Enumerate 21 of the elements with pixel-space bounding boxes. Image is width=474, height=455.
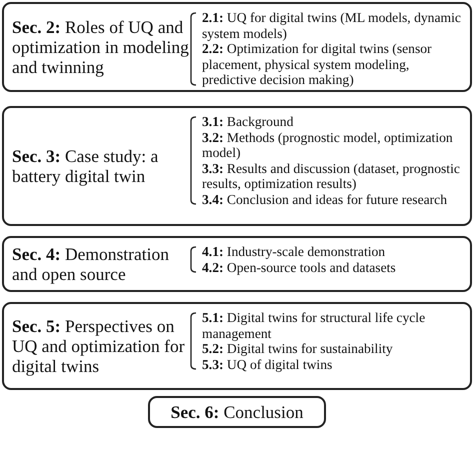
subsection-item: 5.3: UQ of digital twins — [202, 356, 334, 372]
subsection-item: 2.2: Optimization for digital twins (sensor placement, physical system modeling, predictive decision making) — [202, 41, 433, 88]
section-heading: Sec. 5: Perspectives on UQ and optimization for digital twins — [12, 316, 186, 376]
subsection-item: 5.1: Digital twins for structural life cycle management — [202, 310, 426, 341]
subsection-item: 3.4: Conclusion and ideas for future research — [202, 192, 448, 207]
section-heading: Sec. 3: Case study: a battery digital twin — [12, 146, 160, 186]
subsection-item: 3.2: Methods (prognostic model, optimization model) — [202, 130, 454, 160]
section-box — [2, 302, 472, 390]
subsection-item: 4.1: Industry-scale demonstration — [202, 244, 386, 260]
section-heading: Sec. 4: Demonstration and open source — [12, 244, 170, 284]
subsection-item: 5.2: Digital twins for sustainability — [202, 341, 394, 356]
subsection-item: 3.1: Background — [202, 114, 294, 130]
section-box — [2, 106, 472, 226]
section-box — [2, 2, 472, 92]
subsection-item: 2.1: UQ for digital twins (ML models, dynamic system models) — [202, 10, 462, 41]
subsection-item: 4.2: Open-source tools and datasets — [202, 260, 397, 275]
section-heading: Sec. 6: Conclusion — [170, 402, 304, 422]
section-heading: Sec. 2: Roles of UQ and optimization in modeling and twinning — [12, 17, 190, 77]
section-box — [148, 396, 326, 428]
subsection-item: 3.3: Results and discussion (dataset, prognostic results, optimization results) — [202, 160, 461, 192]
section-box — [2, 236, 472, 292]
